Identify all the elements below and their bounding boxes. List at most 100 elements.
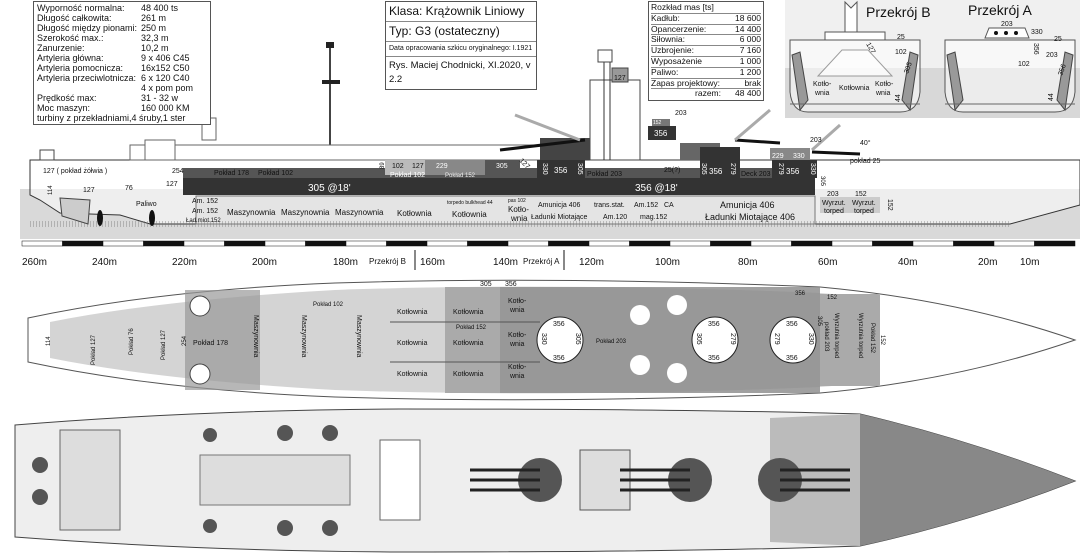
section-b-label: 305 bbox=[903, 61, 914, 74]
section-a-label: 102 bbox=[1018, 61, 1030, 68]
armor-label: 254 bbox=[172, 168, 184, 175]
plan-label: pokład 203 bbox=[823, 322, 829, 352]
deck-label: 127 ( pokład żółwia ) bbox=[43, 168, 107, 175]
top-view bbox=[14, 408, 1077, 553]
spec-row: Artyleria przeciwlotnicza:6 x 120 C40 bbox=[37, 73, 190, 83]
spec-row: Wyporność normalna:48 400 ts bbox=[37, 3, 179, 13]
plan-label: 305 bbox=[574, 333, 581, 345]
turret-superfiring: 152 356 203 bbox=[648, 110, 687, 140]
armor-label: 203 bbox=[827, 191, 839, 198]
plan-label: 152 bbox=[827, 295, 838, 301]
armor-label: 330 bbox=[809, 163, 816, 175]
plan-label: Pokład 102 bbox=[313, 302, 344, 308]
plan-label: Pokład 127 bbox=[161, 329, 167, 360]
plan-label: Maszynownia bbox=[300, 315, 307, 358]
scale-segment bbox=[629, 240, 671, 247]
section-b-label: 127 bbox=[864, 42, 876, 56]
compartment-label: Am. 152 bbox=[192, 198, 218, 205]
compartment-label: torped bbox=[824, 208, 844, 215]
plan-label: Kotło- bbox=[508, 364, 527, 371]
section-a-label: 356 bbox=[1032, 43, 1039, 55]
mass-row: Opancerzenie:14 400 bbox=[651, 23, 761, 36]
scale-segment bbox=[21, 240, 63, 247]
section-b-label: wnia bbox=[875, 90, 891, 97]
scale-segment bbox=[791, 240, 833, 247]
plan-label: Pokład 203 bbox=[596, 339, 627, 345]
compartment-label: Paliwo bbox=[136, 201, 157, 208]
armor-label: 152 bbox=[886, 199, 893, 211]
section-a-label: 44 bbox=[1048, 93, 1055, 101]
plan-label: 356 bbox=[786, 355, 798, 362]
plan-label: 356 bbox=[505, 281, 517, 288]
compartment-label: Maszynownia bbox=[335, 208, 384, 217]
plan-label: 356 bbox=[786, 321, 798, 328]
compartment-label: Amunicja 406 bbox=[720, 200, 775, 210]
deck-label: Pokład 102 bbox=[258, 170, 293, 177]
compartment-label: Wyrzut. bbox=[852, 200, 876, 207]
section-b-label: Kotło- bbox=[813, 81, 832, 88]
plan-label: Maszynownia bbox=[355, 315, 362, 358]
plan-label: wnia bbox=[509, 341, 525, 348]
deck-label: pokład 25 bbox=[850, 158, 880, 165]
scale-segment bbox=[588, 240, 630, 247]
section-a-label: 330 bbox=[1031, 29, 1043, 36]
scale-segment bbox=[224, 240, 266, 247]
scale-labels: 260m 240m 220m 200m 180m 160m 140m 120m … bbox=[22, 250, 1039, 270]
spec-row: 4 x pom pom bbox=[141, 83, 194, 93]
armor-label: 305 bbox=[576, 163, 583, 175]
armor-label: 89 bbox=[380, 162, 386, 169]
plan-label: 305 bbox=[480, 281, 492, 288]
plan-label: Kotłownia bbox=[453, 371, 483, 378]
plan-label: Wyrzutnia torped bbox=[857, 313, 863, 358]
scale-segment bbox=[750, 240, 792, 247]
ship-class: Klasa: Krążownik Liniowy bbox=[386, 2, 536, 22]
plan-label: wnia bbox=[509, 373, 525, 380]
spec-row: Artyleria pomocnicza:16x152 C50 bbox=[37, 63, 190, 73]
armor-label: 279 bbox=[777, 163, 784, 175]
plan-label: Wyrzutnia torped bbox=[833, 313, 839, 358]
plan-label: 152 bbox=[879, 335, 885, 346]
scale-bar bbox=[21, 240, 1076, 247]
compartment-label: wnia bbox=[510, 214, 528, 223]
plan-label: 305 bbox=[816, 316, 822, 327]
section-b-label: 44 bbox=[895, 94, 902, 102]
armor-label: 102 bbox=[392, 163, 404, 170]
scale-label: 10m bbox=[1020, 257, 1039, 268]
plan-label: Kotłownia bbox=[453, 340, 483, 347]
armor-label: 127 bbox=[166, 181, 178, 188]
spec-footer: turbiny z przekładniami,4 śruby,1 ster bbox=[37, 113, 186, 123]
scale-segment bbox=[345, 240, 387, 247]
scale-segment bbox=[467, 240, 509, 247]
spec-row: Zanurzenie:10,2 m bbox=[37, 43, 169, 53]
side-profile: 127 330 356 305 Pokład 203 152 356 203 bbox=[20, 42, 1080, 239]
scale-segment bbox=[1034, 240, 1076, 247]
scale-segment bbox=[143, 240, 185, 247]
armor-label: 356 bbox=[554, 166, 568, 175]
scale-label: 200m bbox=[252, 257, 277, 268]
plan-label: 356 bbox=[708, 355, 720, 362]
scale-label: 60m bbox=[818, 257, 837, 268]
scale-label: 240m bbox=[92, 257, 117, 268]
scale-label: 40m bbox=[898, 257, 917, 268]
deck-label: Pokład 152 bbox=[445, 173, 476, 179]
armor-label: 305 bbox=[819, 176, 825, 187]
scale-segment bbox=[183, 240, 225, 247]
spec-row: Moc maszyn:160 000 KM bbox=[37, 103, 190, 113]
scale-segment bbox=[548, 240, 590, 247]
compartment-label: Ładunki Miotające bbox=[531, 214, 588, 221]
scale-segment bbox=[710, 240, 752, 247]
plan-label: Kotłownia bbox=[397, 340, 427, 347]
spec-row: Szerokość max.:32,3 m bbox=[37, 33, 169, 43]
mass-distribution-table: Rozkład mas [ts] Kadłub:18 600 Opancerze… bbox=[648, 1, 764, 102]
armor-label: 279 bbox=[729, 163, 736, 175]
compartment-label: Ładunki Miotające 406 bbox=[705, 212, 795, 222]
deck-label: Pokład 203 bbox=[587, 171, 622, 178]
section-a-title: Przekrój A bbox=[968, 2, 1032, 18]
draft-date: Data opracowania szkicu oryginalnego: I.… bbox=[386, 42, 536, 57]
section-a-label: 356 bbox=[1057, 63, 1068, 76]
spec-row: Artyleria główna:9 x 406 C45 bbox=[37, 53, 190, 63]
cross-sections: Przekrój B 25 127 102 305 Kotło- wnia Ko… bbox=[785, 0, 1080, 118]
ship-type: Typ: G3 (ostateczny) bbox=[386, 22, 536, 42]
scale-label: 180m bbox=[333, 257, 358, 268]
